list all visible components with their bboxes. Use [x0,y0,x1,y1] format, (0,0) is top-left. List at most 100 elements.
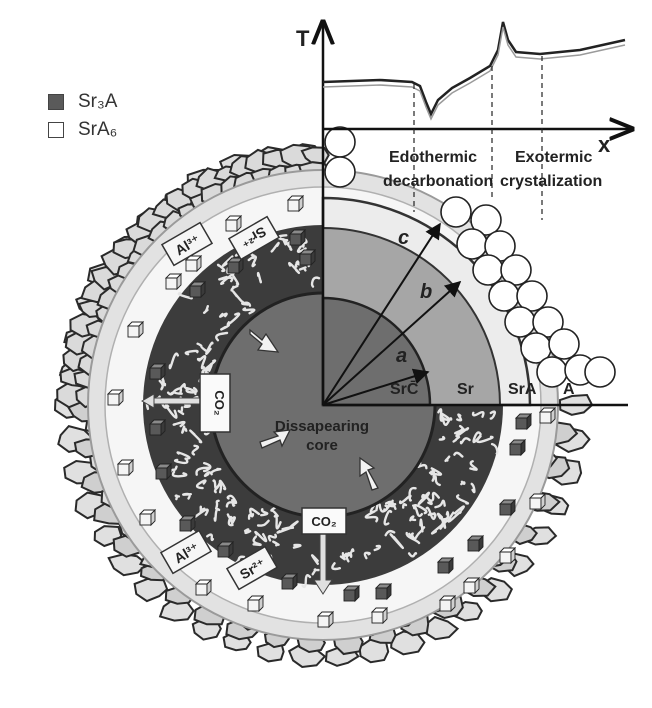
sr3a-cube [188,280,207,299]
pore [471,410,485,418]
sr3a-cube [288,228,307,247]
sr3a-cube [342,584,361,603]
particle-circle [504,306,536,338]
pore [218,275,234,283]
particle-circle [472,254,504,286]
pore [171,470,188,478]
sra6-cube [438,594,457,613]
pore [427,491,440,502]
particle-circle [548,328,580,360]
sr3a-cube [216,540,235,559]
sra6-cube [126,320,145,339]
pore [220,272,235,286]
pore [164,403,178,419]
pore [177,291,193,300]
sr3a-cube [178,514,197,533]
pore [247,513,255,520]
sr3a-cube [280,572,299,591]
sr3a-cube [298,248,317,267]
sra6-cube [194,578,213,597]
pore [289,520,299,530]
sra6-cube [138,508,157,527]
sr3a-cube [466,534,485,553]
radius-b-label: b [420,281,432,303]
pore [267,533,278,542]
sra6-cube [164,272,183,291]
sra6-cube [286,194,305,213]
pore [427,512,437,518]
co2-left: CO₂ [141,373,231,433]
pore [276,526,293,534]
pore [472,431,482,444]
pore [434,499,446,509]
pore [430,468,435,479]
pore [272,540,280,547]
core-label-2: core [306,437,338,454]
pore [216,263,226,273]
pore [201,359,217,373]
pore [256,519,270,527]
legend-label-sr3a: Sr₃A [78,91,118,112]
sra6-cube [184,254,203,273]
pore [408,532,416,541]
pore [311,568,321,576]
pore [384,529,396,537]
pore [231,290,244,304]
pore [373,544,382,552]
pore [444,455,451,463]
pore [378,503,389,513]
pore [276,234,289,242]
inward-arrow-bottom [359,456,379,491]
pore [421,493,433,506]
pore [198,354,207,370]
pore [456,413,463,422]
pore [215,499,220,510]
pore [438,435,446,441]
legend-label-sra6: SrA₆ [78,119,118,140]
particle-circle [456,228,488,260]
pore [206,533,215,542]
pore [176,451,191,460]
radius-c-arrow [322,222,441,406]
pore [407,552,418,558]
pore [202,305,209,315]
pore [470,482,476,494]
sra6-cube [462,576,481,595]
co2-bottom: CO₂ [301,507,347,595]
pore [179,382,186,390]
sr3a-cube [374,582,393,601]
pore [447,510,462,523]
sra6-cube [498,546,517,565]
pore [364,510,379,523]
pore [195,479,207,490]
pore [181,425,188,434]
x-axis-label: x [598,132,611,157]
sr3a-cube [148,418,167,437]
porous-texture [145,234,499,589]
pore [437,408,446,422]
pore [215,331,229,342]
sr3a-cube [154,462,173,481]
radius-a-arrow [322,368,430,406]
dta-curve [322,21,626,118]
pore [389,533,404,550]
pore [414,526,426,540]
pore [177,406,185,416]
core-label-1: Dissapearing [275,418,369,435]
pebble [107,553,149,577]
pore [439,519,450,530]
pore [331,562,341,571]
sra6-cube [106,388,125,407]
sra6-cube [528,492,547,511]
pore [196,342,208,353]
pore [174,494,181,501]
pore [270,506,279,518]
pore [460,480,466,486]
pore [455,427,470,438]
pore [221,255,234,268]
particle-circle [584,356,616,388]
cross-section-quadrant [321,196,532,407]
sra6-cube [538,406,557,425]
pore [168,352,179,370]
pore [220,324,230,331]
